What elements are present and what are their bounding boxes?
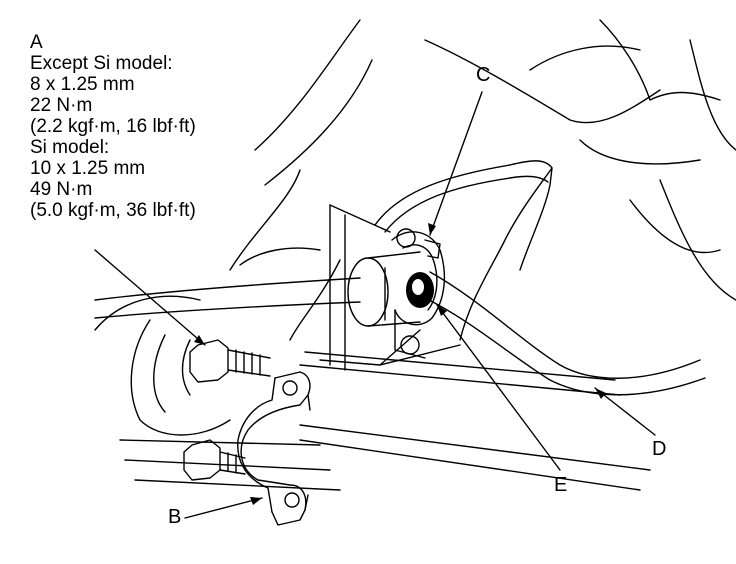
spec-line-5: Si model:: [30, 137, 110, 158]
spec-line-2: 8 x 1.25 mm: [30, 74, 135, 95]
spec-line-1: Except Si model:: [30, 53, 173, 74]
callout-e-label: E: [554, 474, 568, 496]
installed-bushing-holder: [392, 229, 444, 358]
stabilizer-bar: [95, 272, 705, 395]
callout-a-label: A: [30, 32, 43, 53]
vehicle-body-outline: [230, 20, 736, 300]
leader-b: [185, 498, 262, 518]
arrow-a: [194, 335, 205, 345]
stabilizer-bushing: [348, 252, 420, 326]
arrow-b: [250, 497, 262, 505]
arrow-e: [437, 305, 447, 316]
leader-a: [95, 250, 205, 345]
callout-c-label: C: [476, 64, 491, 86]
knuckle-outline: [95, 248, 650, 490]
callout-d-label: D: [652, 438, 667, 460]
leader-e: [437, 305, 560, 470]
callout-b-label: B: [168, 506, 182, 528]
lower-bolt: [184, 440, 245, 480]
leader-c: [430, 92, 482, 235]
spec-line-6: 10 x 1.25 mm: [30, 158, 146, 179]
spec-line-4: (2.2 kgf·m, 16 lbf·ft): [30, 116, 196, 137]
subframe-bracket: [300, 161, 620, 395]
torque-spec-callout: A Except Si model: 8 x 1.25 mm 22 N·m (2…: [30, 32, 196, 221]
spec-line-8: (5.0 kgf·m, 36 lbf·ft): [30, 200, 196, 221]
leader-lines: [95, 92, 655, 518]
spec-line-7: 49 N·m: [30, 179, 93, 200]
bushing-holder: [238, 372, 310, 525]
spec-line-3: 22 N·m: [30, 95, 93, 116]
upper-bolt: [190, 340, 270, 382]
arrow-c: [428, 223, 436, 235]
leader-d: [595, 388, 655, 435]
arrow-d: [595, 388, 606, 399]
